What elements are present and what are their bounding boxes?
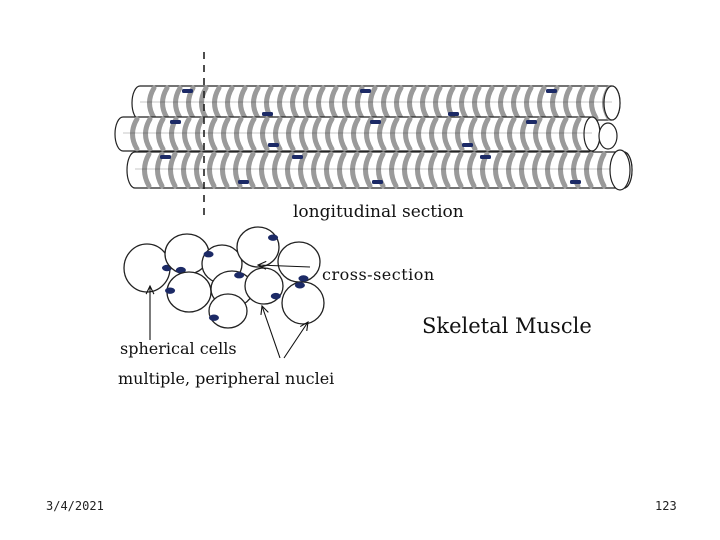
nucleus: [292, 155, 303, 159]
cell-outline: [209, 294, 247, 328]
nucleus: [480, 155, 491, 159]
nucleus: [298, 275, 308, 281]
nucleus: [462, 143, 473, 147]
nucleus: [570, 180, 581, 184]
nucleus: [546, 89, 557, 93]
cell-outline: [237, 227, 279, 267]
cross-section-cells: [124, 227, 324, 328]
muscle-cell: [278, 242, 320, 282]
arrow: [284, 322, 308, 358]
muscle-cell: [237, 227, 279, 267]
nucleus: [238, 180, 249, 184]
nucleus: [262, 112, 273, 116]
nucleus: [209, 315, 219, 321]
longitudinal-section-label: longitudinal section: [293, 202, 464, 222]
muscle-fiber-row: [127, 152, 632, 188]
nucleus: [295, 282, 305, 288]
spherical-cells-label: spherical cells: [120, 339, 237, 358]
muscle-fiber-row: [115, 117, 600, 151]
muscle-cell: [282, 282, 324, 324]
nucleus: [370, 120, 381, 124]
peripheral-nuclei-label: multiple, peripheral nuclei: [118, 369, 334, 388]
muscle-fiber-row: [132, 86, 620, 120]
fiber-end-cap: [599, 123, 617, 149]
cross-section-label: cross-section: [322, 265, 435, 284]
nucleus: [271, 293, 281, 299]
longitudinal-section-fibers: [115, 52, 632, 220]
muscle-cell: [245, 268, 283, 304]
fiber-end-cap: [584, 117, 600, 151]
diagram-title: Skeletal Muscle: [422, 314, 592, 338]
muscle-cell: [209, 294, 247, 328]
nucleus: [170, 120, 181, 124]
arrow: [261, 306, 280, 358]
arrow-shaft: [284, 322, 308, 358]
fiber-end-cap: [604, 86, 620, 120]
nucleus: [182, 89, 193, 93]
nucleus: [165, 287, 175, 293]
cell-outline: [282, 282, 324, 324]
arrow: [146, 286, 154, 340]
footer-page-number: 123: [655, 499, 677, 513]
nucleus: [268, 234, 278, 240]
nucleus: [360, 89, 371, 93]
nucleus: [234, 272, 244, 278]
nucleus: [204, 251, 214, 257]
cell-outline: [278, 242, 320, 282]
muscle-cell: [165, 272, 211, 312]
nucleus: [372, 180, 383, 184]
fiber-end-cap: [610, 150, 630, 190]
nucleus: [268, 143, 279, 147]
nucleus: [448, 112, 459, 116]
nucleus: [160, 155, 171, 159]
nucleus: [526, 120, 537, 124]
footer-date: 3/4/2021: [46, 499, 104, 513]
arrow-shaft: [262, 306, 280, 358]
